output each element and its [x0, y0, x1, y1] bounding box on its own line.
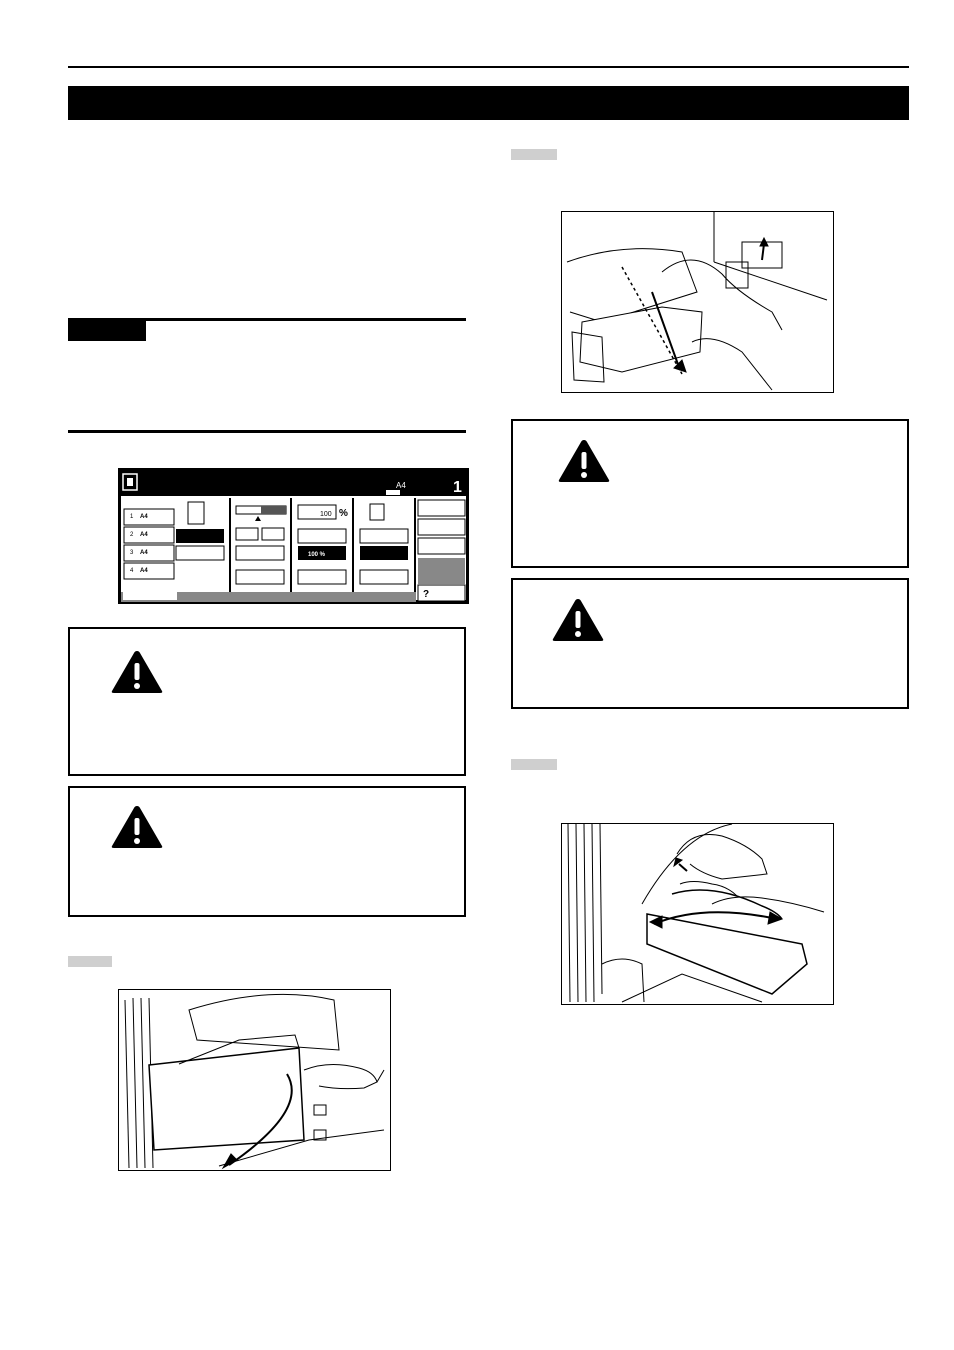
- toner-shake-illustration: [561, 823, 834, 1005]
- step-marker: [68, 956, 112, 967]
- section-title-bar: [68, 86, 909, 120]
- tray-4-number: 4: [130, 568, 134, 574]
- tray-2-number: 2: [130, 532, 134, 538]
- tray-2-size: A4: [140, 532, 148, 538]
- warning-icon: [111, 651, 163, 693]
- note-rule: [68, 318, 466, 321]
- header-rule: [68, 66, 909, 68]
- zoom-unit: %: [339, 508, 348, 519]
- front-cover-illustration: [118, 989, 391, 1171]
- tray-3-size: A4: [140, 550, 148, 556]
- operation-panel: A4 1 1 A4 2 A4 3 A4 4 A4: [118, 468, 469, 604]
- toner-release-illustration: [561, 211, 834, 393]
- tray-1-size: A4: [140, 514, 148, 520]
- tray-4-size: A4: [140, 568, 148, 574]
- warning-box-1: [68, 627, 466, 776]
- warning-box-2: [68, 786, 466, 917]
- warning-icon: [558, 440, 610, 482]
- copy-count: 1: [453, 479, 462, 496]
- procedure-rule: [68, 430, 466, 433]
- step-marker: [511, 149, 557, 160]
- tray-3-number: 3: [130, 550, 134, 556]
- warning-box-4: [511, 578, 909, 709]
- tray-1-number: 1: [130, 514, 134, 520]
- zoom-value: 100: [320, 511, 332, 518]
- tray-list: 1 A4 2 A4 3 A4 4 A4: [123, 508, 175, 580]
- help-key: ?: [423, 589, 429, 600]
- step-marker: [511, 759, 557, 770]
- warning-icon: [111, 806, 163, 848]
- note-tag: [68, 321, 146, 341]
- paper-size-indicator: A4: [396, 481, 406, 490]
- warning-box-3: [511, 419, 909, 568]
- zoom-preset: 100 %: [308, 552, 326, 558]
- warning-icon: [552, 599, 604, 641]
